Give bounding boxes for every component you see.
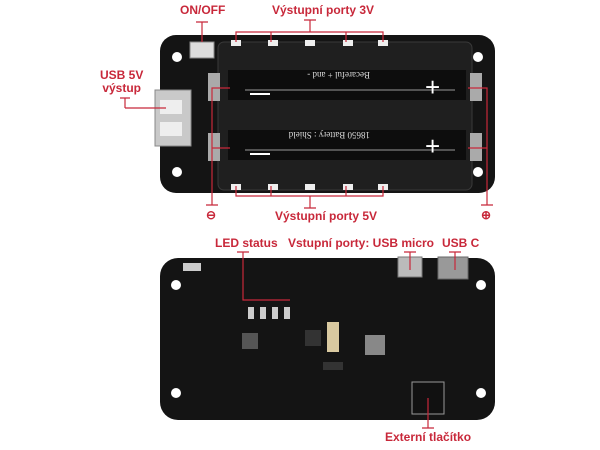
- label-usb-c: USB C: [442, 236, 480, 250]
- bottom-annotation-lines: [237, 251, 461, 429]
- silkscreen-bottom: 18650 Battery : Shield: [288, 130, 370, 140]
- label-outputs-3v: Výstupní porty 3V: [272, 3, 375, 17]
- label-positive: ⊕: [481, 208, 492, 222]
- on-off-switch: [189, 41, 215, 59]
- label-input-usb-micro: Vstupní porty: USB micro: [288, 236, 435, 250]
- usb-a-port: [154, 89, 192, 147]
- bottom-board: [160, 256, 495, 420]
- label-external-button: Externí tlačítko: [385, 430, 472, 444]
- battery-holder: [217, 41, 473, 191]
- label-outputs-5v: Výstupní porty 5V: [275, 209, 378, 223]
- led-indicators: [248, 307, 290, 319]
- svg-text:+: +: [425, 72, 440, 102]
- usb-c-port: [437, 256, 469, 280]
- label-led-status: LED status: [215, 236, 278, 250]
- svg-text:+: +: [425, 131, 440, 161]
- silkscreen-top: Becareful + and -: [307, 70, 370, 80]
- label-negative: ⊖: [206, 208, 217, 222]
- top-board: + +: [154, 35, 495, 193]
- label-usb-output-line2: výstup: [102, 81, 142, 95]
- label-usb-output: USB 5V výstup: [100, 69, 143, 95]
- label-on-off: ON/OFF: [180, 3, 226, 17]
- top-annotation-lines: [120, 19, 493, 209]
- label-usb-output-line1: USB 5V: [100, 68, 144, 82]
